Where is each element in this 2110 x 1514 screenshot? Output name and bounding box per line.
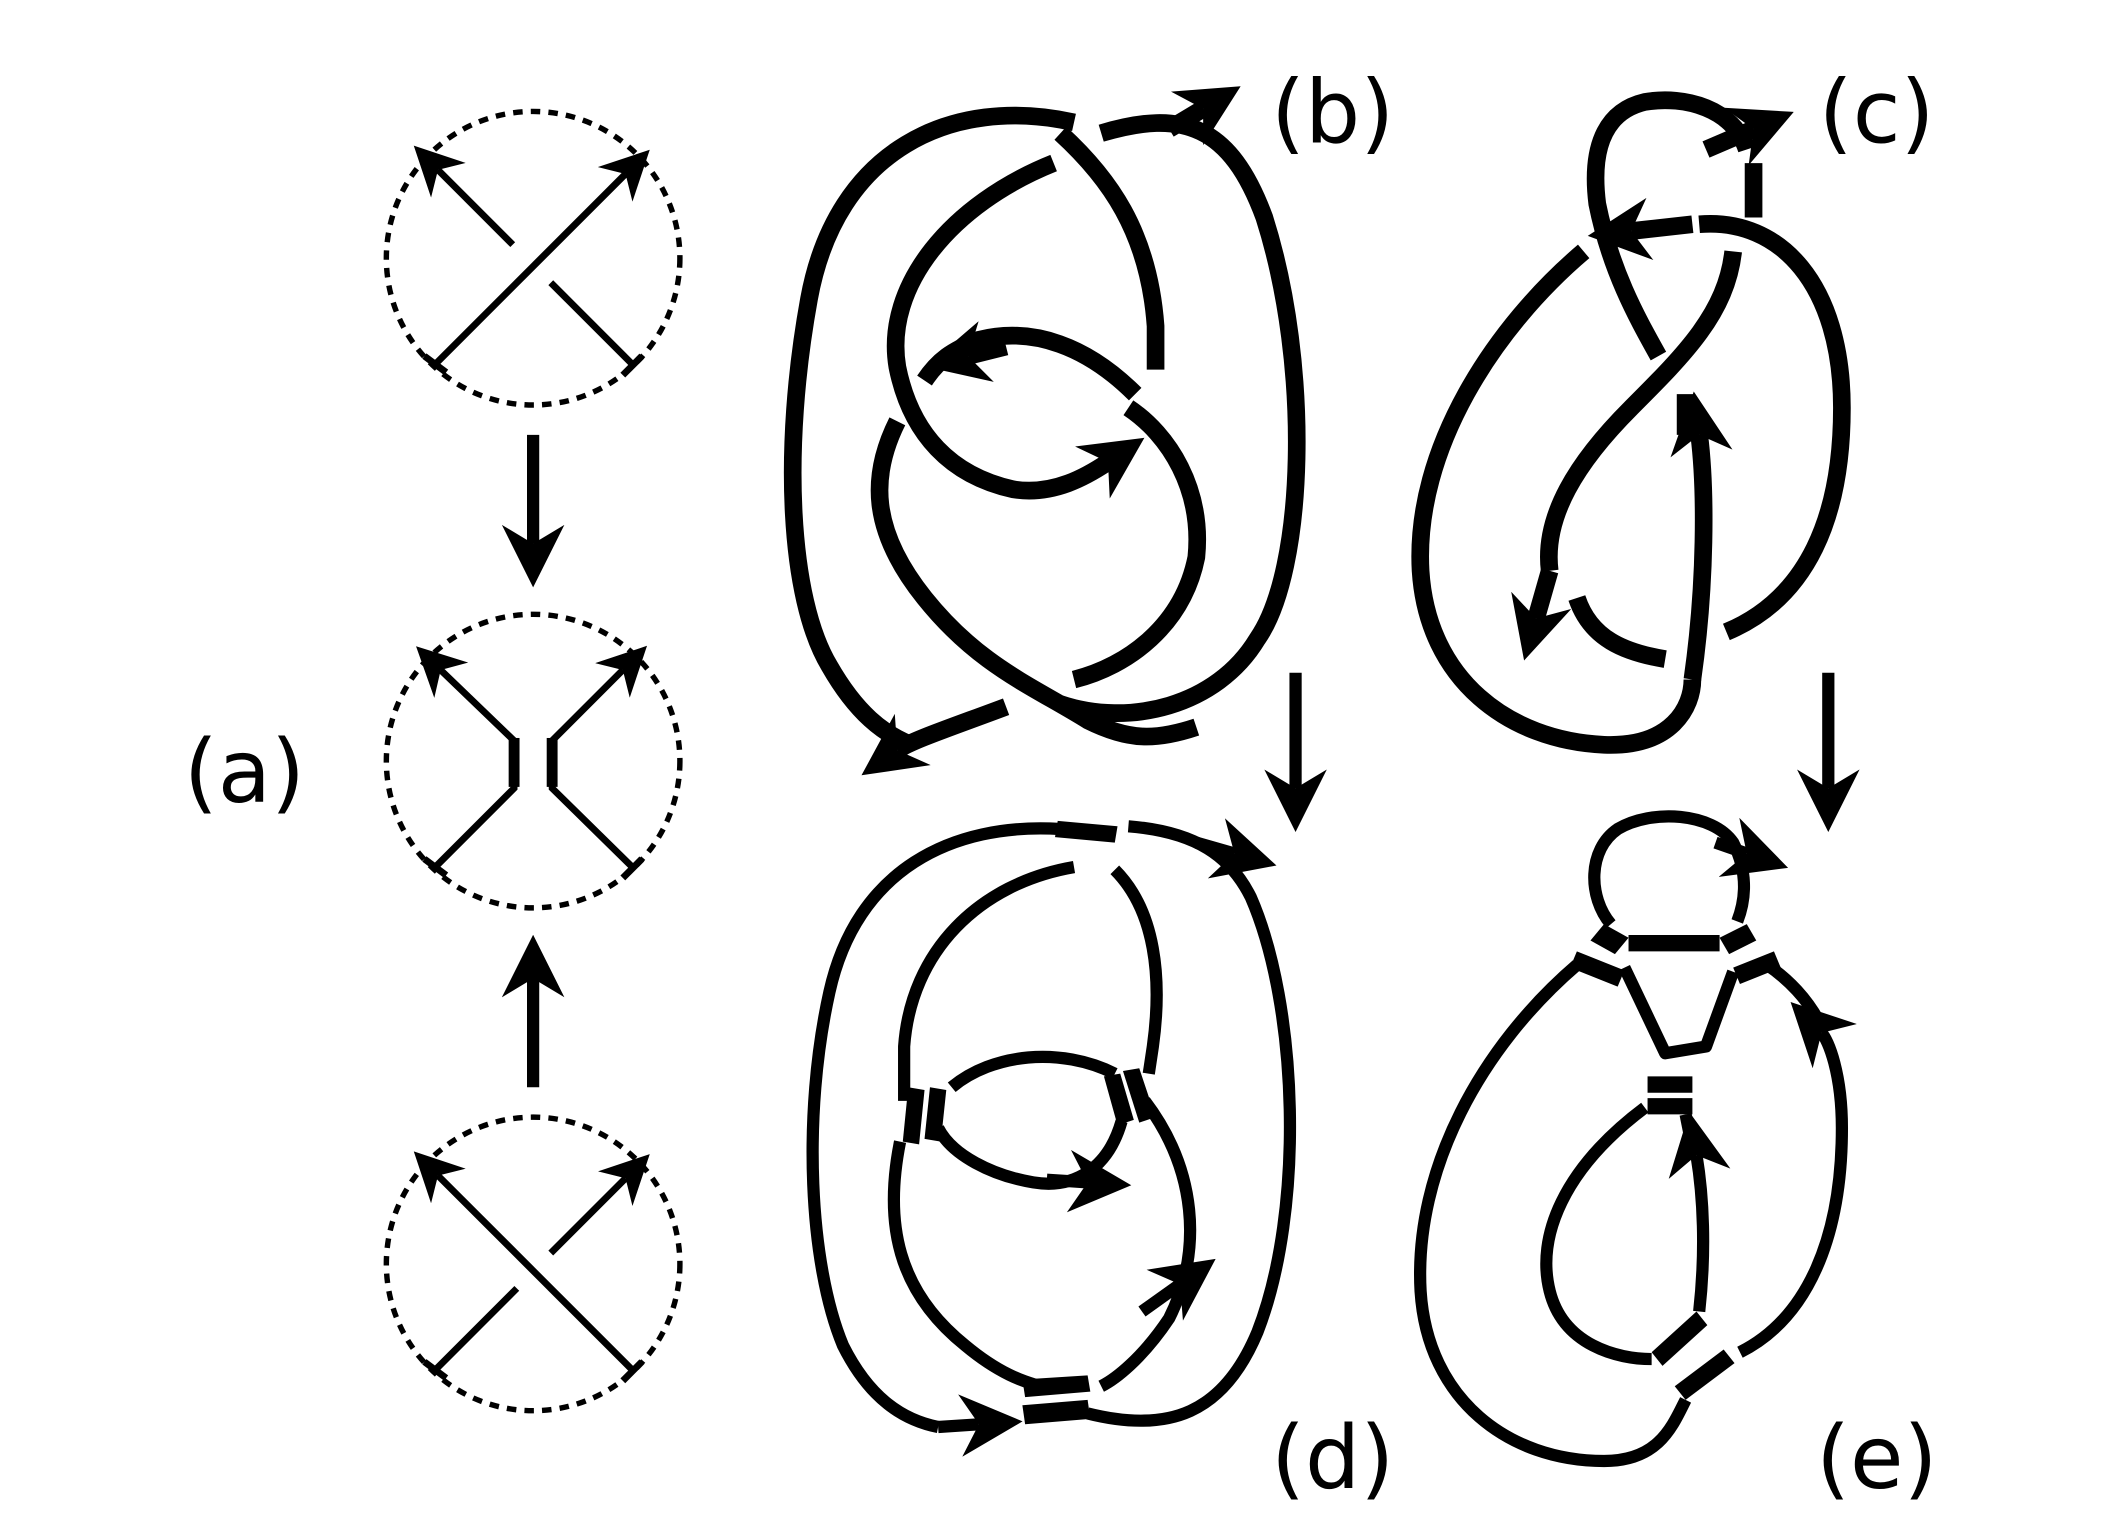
knot-strand (917, 326, 1142, 401)
strand-tick (422, 1359, 449, 1381)
loop-arrow (1713, 817, 1789, 877)
strand-tick (422, 856, 449, 878)
knot-strand (1540, 250, 1742, 572)
right-arc (548, 645, 648, 870)
panel-label-b: (b) (1271, 62, 1394, 164)
panel-d-smoothed-diagram: (d) (806, 818, 1394, 1509)
vertex-bar (1647, 1098, 1693, 1115)
smoothed-loop (1588, 810, 1750, 929)
knot-strand-arrow (1587, 197, 1694, 261)
knot-strand (1586, 91, 1756, 361)
dashed-circle (383, 108, 683, 408)
vertex-bar (1674, 1349, 1735, 1400)
panel-label-e: (e) (1816, 1407, 1937, 1509)
over-strand (432, 149, 650, 367)
vertex-bar (508, 737, 520, 787)
knot-strand (1071, 400, 1207, 689)
smoothed-loop (1618, 965, 1739, 1060)
knot-strand (783, 106, 1076, 753)
vertex-bar (902, 1087, 925, 1145)
panel-label-c: (c) (1819, 62, 1935, 164)
vertex-bar (1122, 1068, 1156, 1123)
vertex-bar (1590, 924, 1629, 955)
vertex-bar (924, 1087, 947, 1142)
knot-strand-arrow (1511, 568, 1572, 661)
smoothed-loop (806, 822, 1061, 1434)
knot-strand (1057, 114, 1306, 722)
knot-strand-arrow (925, 321, 1009, 382)
dashed-circle (383, 1114, 683, 1414)
knot-strand (1698, 214, 1851, 641)
vertex-bar (1733, 951, 1781, 984)
vertex-bar (1103, 1073, 1134, 1126)
vertex-bar (1651, 1311, 1708, 1366)
smoothed-loop (1679, 1113, 1699, 1150)
strand-tick (620, 856, 645, 881)
vertex-bar (1628, 935, 1720, 952)
vertex-bar (1570, 951, 1625, 987)
under-strand-lower (548, 280, 635, 367)
inner-loop (932, 1050, 1128, 1190)
panel-label-a: (a) (184, 721, 305, 823)
knot-strand (870, 417, 1200, 746)
left-arc (416, 646, 518, 870)
knot-strand (1411, 244, 1702, 754)
loop-arrow (1194, 818, 1277, 879)
panel-e-smoothed-diagram: (e) (1414, 810, 1937, 1509)
panel-a: (a) (184, 108, 683, 1414)
under-strand-upper (413, 145, 516, 248)
panel-c-knot-diagram: (c) (1411, 62, 1935, 754)
knot-strand (1054, 126, 1165, 370)
smoothed-loop (1540, 1102, 1652, 1366)
vertex-bar (1719, 924, 1757, 955)
loop-arrow (1046, 1149, 1132, 1213)
smoothed-loop (1414, 960, 1692, 1468)
knot-strand-arrow (1164, 86, 1241, 146)
crossing-positive (383, 108, 683, 408)
over-strand (413, 1151, 635, 1373)
knot-strand (1568, 594, 1667, 668)
loop-arrow (937, 1394, 1023, 1457)
smoothed-loop (1763, 959, 1827, 1029)
under-strand-lower (432, 1285, 520, 1373)
knot-strand (1670, 391, 1733, 681)
vertex-bar (1022, 1375, 1091, 1398)
vertex-bar (546, 737, 558, 787)
knot-strand (861, 698, 1010, 776)
knot-strand (886, 154, 1145, 500)
knot-strand-arrow (1702, 107, 1794, 166)
panel-b-knot-diagram: (b) (783, 62, 1394, 776)
smoothed-loop (1668, 1112, 1731, 1313)
crossing-negative (383, 1114, 683, 1414)
loop-arrow (1138, 1258, 1216, 1321)
vertex-bar (1647, 1076, 1693, 1093)
vertex-bar (1055, 820, 1118, 843)
smoothing-vertex (383, 611, 683, 911)
strand-tick (620, 353, 645, 378)
strand-tick (620, 1359, 645, 1384)
under-strand-upper (548, 1154, 650, 1256)
smoothed-loop (1737, 1001, 1857, 1358)
dashed-circle (383, 611, 683, 911)
strand-tick (422, 353, 449, 376)
panel-label-d: (d) (1271, 1407, 1394, 1509)
vertex-bar (1022, 1399, 1091, 1425)
